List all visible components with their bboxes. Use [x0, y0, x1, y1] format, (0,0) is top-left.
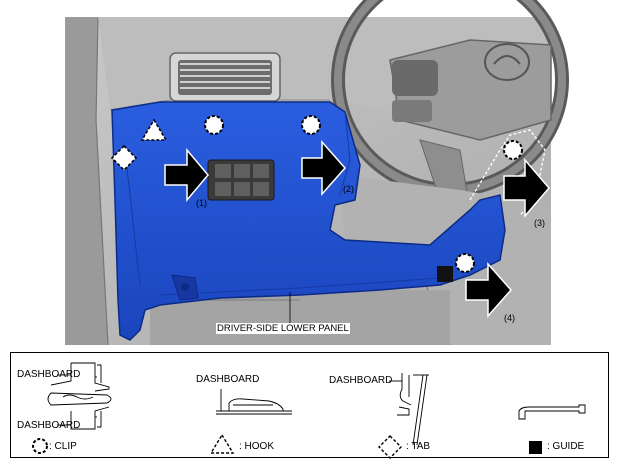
clip-marker — [455, 253, 475, 273]
dashboard-illustration — [65, 0, 569, 345]
arrow-1 — [164, 147, 209, 203]
panel-label: DRIVER-SIDE LOWER PANEL — [216, 323, 350, 334]
guide-cross-section — [518, 404, 586, 420]
air-vent — [169, 52, 281, 102]
tab-cross-section — [389, 373, 429, 446]
clip-key-label: : CLIP — [49, 441, 77, 452]
clip-lower-label: DASHBOARD — [17, 420, 81, 431]
tab-diagram-label: DASHBOARD — [329, 375, 393, 386]
clip-marker — [204, 115, 224, 135]
clip-icon — [32, 438, 48, 454]
tab-icon — [378, 435, 402, 459]
hook-cross-section — [216, 389, 292, 415]
callout-4: (4) — [504, 313, 515, 323]
clip-marker — [301, 115, 321, 135]
arrow-2 — [301, 140, 347, 196]
hook-key-label: : HOOK — [239, 441, 275, 452]
tab-key-label: : TAB — [406, 441, 431, 452]
clip-marker — [503, 140, 523, 160]
hook-diagram-label: DASHBOARD — [196, 374, 260, 385]
legend-box: DASHBOARD DASHBOARD DASHBOARD DASHBOARD … — [10, 352, 609, 459]
tab-marker — [110, 144, 138, 172]
door-edge — [65, 17, 108, 345]
driver-side-lower-panel — [111, 101, 506, 341]
guide-marker — [437, 266, 453, 282]
legend-drawings — [32, 362, 586, 459]
callout-3: (3) — [534, 218, 545, 228]
callout-1: (1) — [196, 198, 207, 208]
arrow-3 — [503, 157, 550, 219]
hook-icon — [209, 433, 235, 454]
guide-icon — [529, 441, 542, 454]
arrow-4 — [465, 262, 513, 318]
callout-2: (2) — [343, 184, 354, 194]
clip-cross-section — [47, 362, 112, 430]
hook-marker — [140, 118, 168, 141]
switch-panel — [207, 159, 275, 201]
clip-upper-label: DASHBOARD — [17, 369, 81, 380]
guide-key-label: : GUIDE — [547, 441, 585, 452]
